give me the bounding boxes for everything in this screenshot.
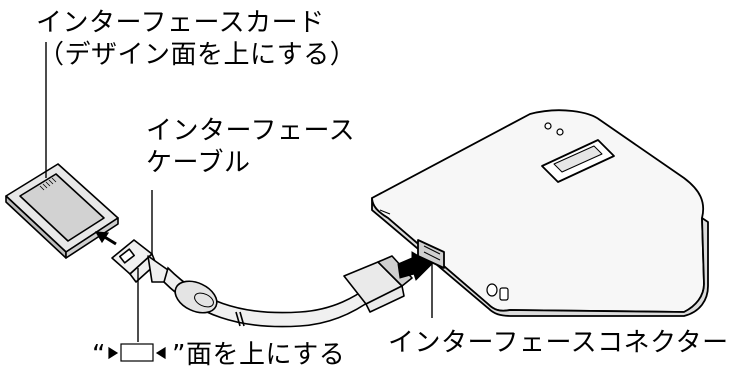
- cable-plug-device-side: [343, 255, 413, 313]
- label-interface-cable-2: ケーブル: [146, 148, 251, 178]
- label-interface-cable: インターフェース: [146, 116, 356, 146]
- face-up-mark: [108, 343, 166, 362]
- insert-arrow-card: [94, 231, 117, 246]
- cable-plug-card-side: [111, 239, 171, 283]
- label-interface-card: インターフェースカード: [36, 8, 325, 38]
- label-interface-connector: インターフェースコネクター: [388, 328, 729, 358]
- interface-cable: [163, 266, 375, 328]
- label-interface-card-note: （デザイン面を上にする）: [38, 40, 357, 70]
- label-face-up-text: ”面を上にする: [172, 340, 346, 370]
- interface-card: [5, 163, 119, 259]
- pc-card-device: [371, 109, 709, 317]
- label-face-up-open-quote: “: [92, 340, 106, 370]
- leader-lines: [45, 42, 433, 342]
